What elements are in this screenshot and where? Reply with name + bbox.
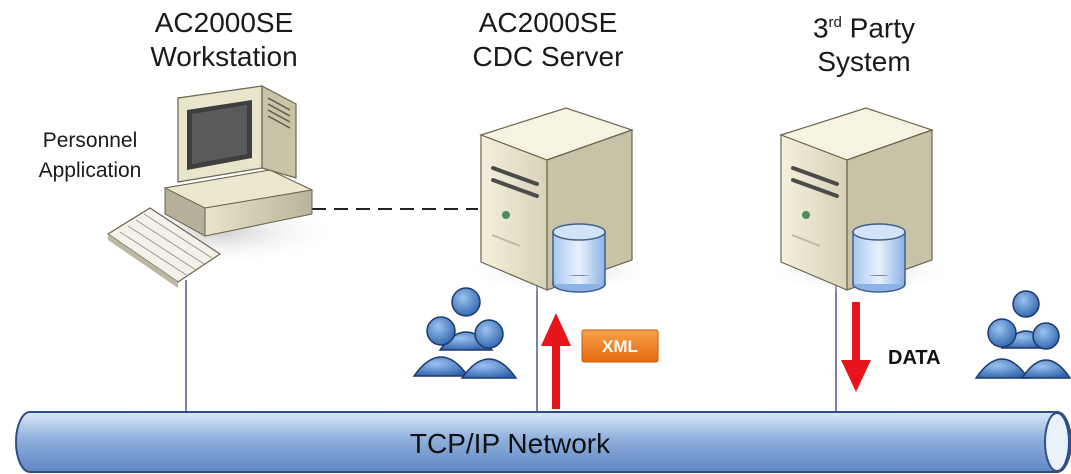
third-party-database-icon bbox=[852, 223, 906, 293]
cdc-database-icon bbox=[552, 223, 606, 293]
third-party-title-suffix: Party bbox=[841, 12, 916, 44]
xml-badge: XML bbox=[581, 329, 659, 363]
users-group-icon-left bbox=[412, 287, 518, 379]
third-party-title-prefix: 3 bbox=[812, 12, 829, 44]
download-arrow bbox=[841, 302, 871, 392]
cdc-server-title-line1: AC2000SE bbox=[478, 7, 618, 38]
xml-label: XML bbox=[602, 337, 638, 356]
upload-arrow bbox=[541, 313, 571, 409]
workstation-title: AC2000SE Workstation bbox=[104, 6, 344, 74]
workstation-icon bbox=[100, 85, 340, 288]
network-label: TCP/IP Network bbox=[410, 428, 611, 459]
users-group-icon-right bbox=[974, 290, 1071, 379]
workstation-title-line1: AC2000SE bbox=[154, 7, 294, 38]
third-party-server-icon bbox=[765, 107, 955, 294]
third-party-title-line2: System bbox=[817, 46, 911, 78]
third-party-title-line1: 3rd Party bbox=[744, 6, 984, 45]
workstation-title-line2: Workstation bbox=[150, 41, 298, 72]
personnel-application-label: Personnel Application bbox=[22, 126, 158, 186]
third-party-title: 3rd Party System bbox=[744, 6, 984, 79]
cdc-server-title: AC2000SE CDC Server bbox=[428, 6, 668, 74]
cdc-server-title-line2: CDC Server bbox=[472, 41, 624, 72]
network-pipe: TCP/IP Network bbox=[15, 411, 1071, 473]
data-label: DATA bbox=[888, 347, 941, 369]
app-label-line2: Application bbox=[38, 159, 142, 182]
third-party-title-sup: rd bbox=[828, 14, 842, 31]
app-label-line1: Personnel bbox=[42, 129, 138, 152]
